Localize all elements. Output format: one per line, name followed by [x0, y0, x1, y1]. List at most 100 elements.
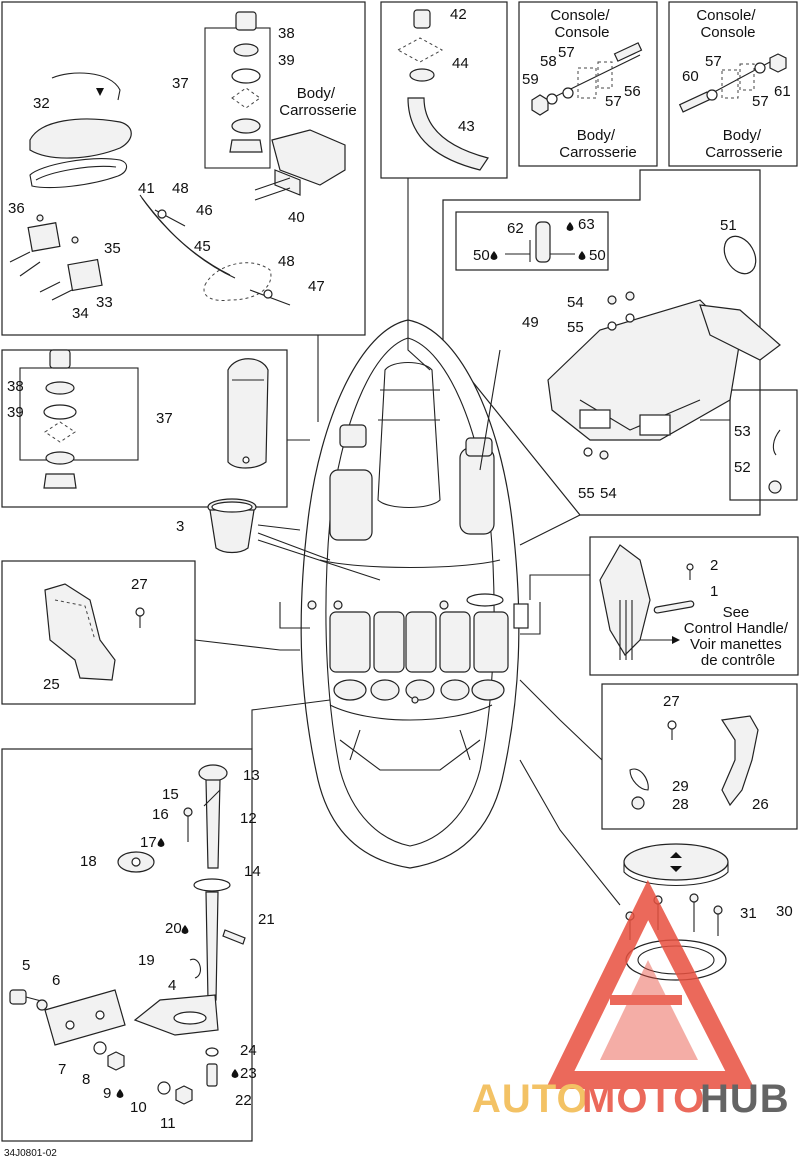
label-11: 11 — [160, 1115, 176, 1132]
grease-callout-box — [455, 211, 609, 271]
label-59: 59 — [522, 71, 539, 88]
watermark-hub: HUB — [700, 1077, 790, 1121]
label-37a: 37 — [172, 75, 189, 92]
label-42: 42 — [450, 6, 467, 23]
hose-group-box — [380, 1, 508, 179]
label-2: 2 — [710, 557, 718, 574]
label-52: 52 — [734, 459, 751, 476]
label-57d: 57 — [752, 93, 769, 110]
drop-icon — [490, 251, 498, 260]
rear-console — [505, 221, 782, 494]
label-17: 17 — [140, 834, 157, 851]
throttle-lever — [599, 544, 651, 656]
steering-column-box — [1, 748, 253, 1142]
label-55b: 55 — [578, 485, 595, 502]
label-8: 8 — [82, 1071, 90, 1088]
bracket-25-box — [1, 560, 196, 705]
label-36: 36 — [8, 200, 25, 217]
notes: Body/ Carrosserie Console/ Console Body/… — [279, 7, 792, 669]
label-20: 20 — [165, 920, 182, 937]
label-53: 53 — [734, 423, 751, 440]
clamp-box — [729, 389, 798, 501]
label-49: 49 — [522, 314, 539, 331]
label-27b: 27 — [663, 693, 680, 710]
console-right-box — [668, 1, 798, 167]
label-62: 62 — [507, 220, 524, 237]
label-43: 43 — [458, 118, 475, 135]
label-50a: 50 — [473, 247, 490, 264]
cable-45 — [139, 194, 231, 276]
label-14: 14 — [244, 863, 261, 880]
cover-37 — [227, 358, 269, 469]
label-9: 9 — [103, 1085, 111, 1102]
label-1: 1 — [710, 583, 718, 600]
note-see-control-handle: See Control Handle/ Voir manettes de con… — [684, 604, 792, 669]
label-27a: 27 — [131, 576, 148, 593]
hinge-36 — [27, 222, 61, 252]
label-46: 46 — [196, 202, 213, 219]
label-54b: 54 — [600, 485, 617, 502]
shaft-12 — [205, 779, 221, 869]
storage-cover-box — [1, 349, 288, 508]
label-15: 15 — [162, 786, 179, 803]
note-console-right: Console/ Console — [696, 7, 759, 41]
console-hardware-right — [678, 53, 787, 113]
label-34: 34 — [72, 305, 89, 322]
seat-group-box — [1, 1, 366, 336]
control-handle-box — [589, 536, 799, 676]
drop-icon — [566, 222, 574, 231]
label-18: 18 — [80, 853, 97, 870]
label-29: 29 — [672, 778, 689, 795]
label-60: 60 — [682, 68, 699, 85]
label-25: 25 — [43, 676, 60, 693]
label-31: 31 — [740, 905, 757, 922]
label-47: 47 — [308, 278, 325, 295]
label-24: 24 — [240, 1042, 257, 1059]
label-30: 30 — [776, 903, 793, 920]
hose-group — [396, 9, 489, 371]
label-48a: 48 — [172, 180, 189, 197]
figure-code: 34J0801-02 — [4, 1148, 57, 1159]
label-57c: 57 — [705, 53, 722, 70]
note-body-right: Body/ Carrosserie — [705, 127, 783, 161]
label-38b: 38 — [7, 378, 24, 395]
bracket-26-box — [601, 683, 798, 830]
clamp-53 — [772, 429, 781, 456]
note-body-left: Body/ Carrosserie — [559, 127, 637, 161]
strap-41 — [29, 158, 128, 189]
label-35: 35 — [104, 240, 121, 257]
label-3: 3 — [176, 518, 184, 535]
label-6: 6 — [52, 972, 60, 989]
drop-icon — [181, 925, 189, 934]
label-19: 19 — [138, 952, 155, 969]
steering-column-group — [9, 764, 246, 1105]
label-16: 16 — [152, 806, 169, 823]
bracket-26-group — [629, 715, 759, 810]
drop-icon — [157, 838, 165, 847]
plate-6 — [44, 989, 126, 1046]
label-32: 32 — [33, 95, 50, 112]
note-body-top: Body/ Carrosserie — [279, 85, 357, 119]
label-7: 7 — [58, 1061, 66, 1078]
label-39b: 39 — [7, 404, 24, 421]
label-10: 10 — [130, 1099, 147, 1116]
label-40: 40 — [288, 209, 305, 226]
label-12: 12 — [240, 810, 257, 827]
label-45: 45 — [194, 238, 211, 255]
label-57b: 57 — [605, 93, 622, 110]
grommet-stack-top — [204, 11, 271, 169]
label-51: 51 — [720, 217, 737, 234]
bracket-body — [271, 129, 346, 186]
label-61: 61 — [774, 83, 791, 100]
drop-icon — [231, 1069, 239, 1078]
label-39a: 39 — [278, 52, 295, 69]
drop-icon — [578, 251, 586, 260]
label-28: 28 — [672, 796, 689, 813]
label-50b: 50 — [589, 247, 606, 264]
seat-cushion-32 — [29, 118, 132, 159]
cup-3 — [207, 498, 257, 554]
label-41: 41 — [138, 180, 155, 197]
label-37b: 37 — [156, 410, 173, 427]
